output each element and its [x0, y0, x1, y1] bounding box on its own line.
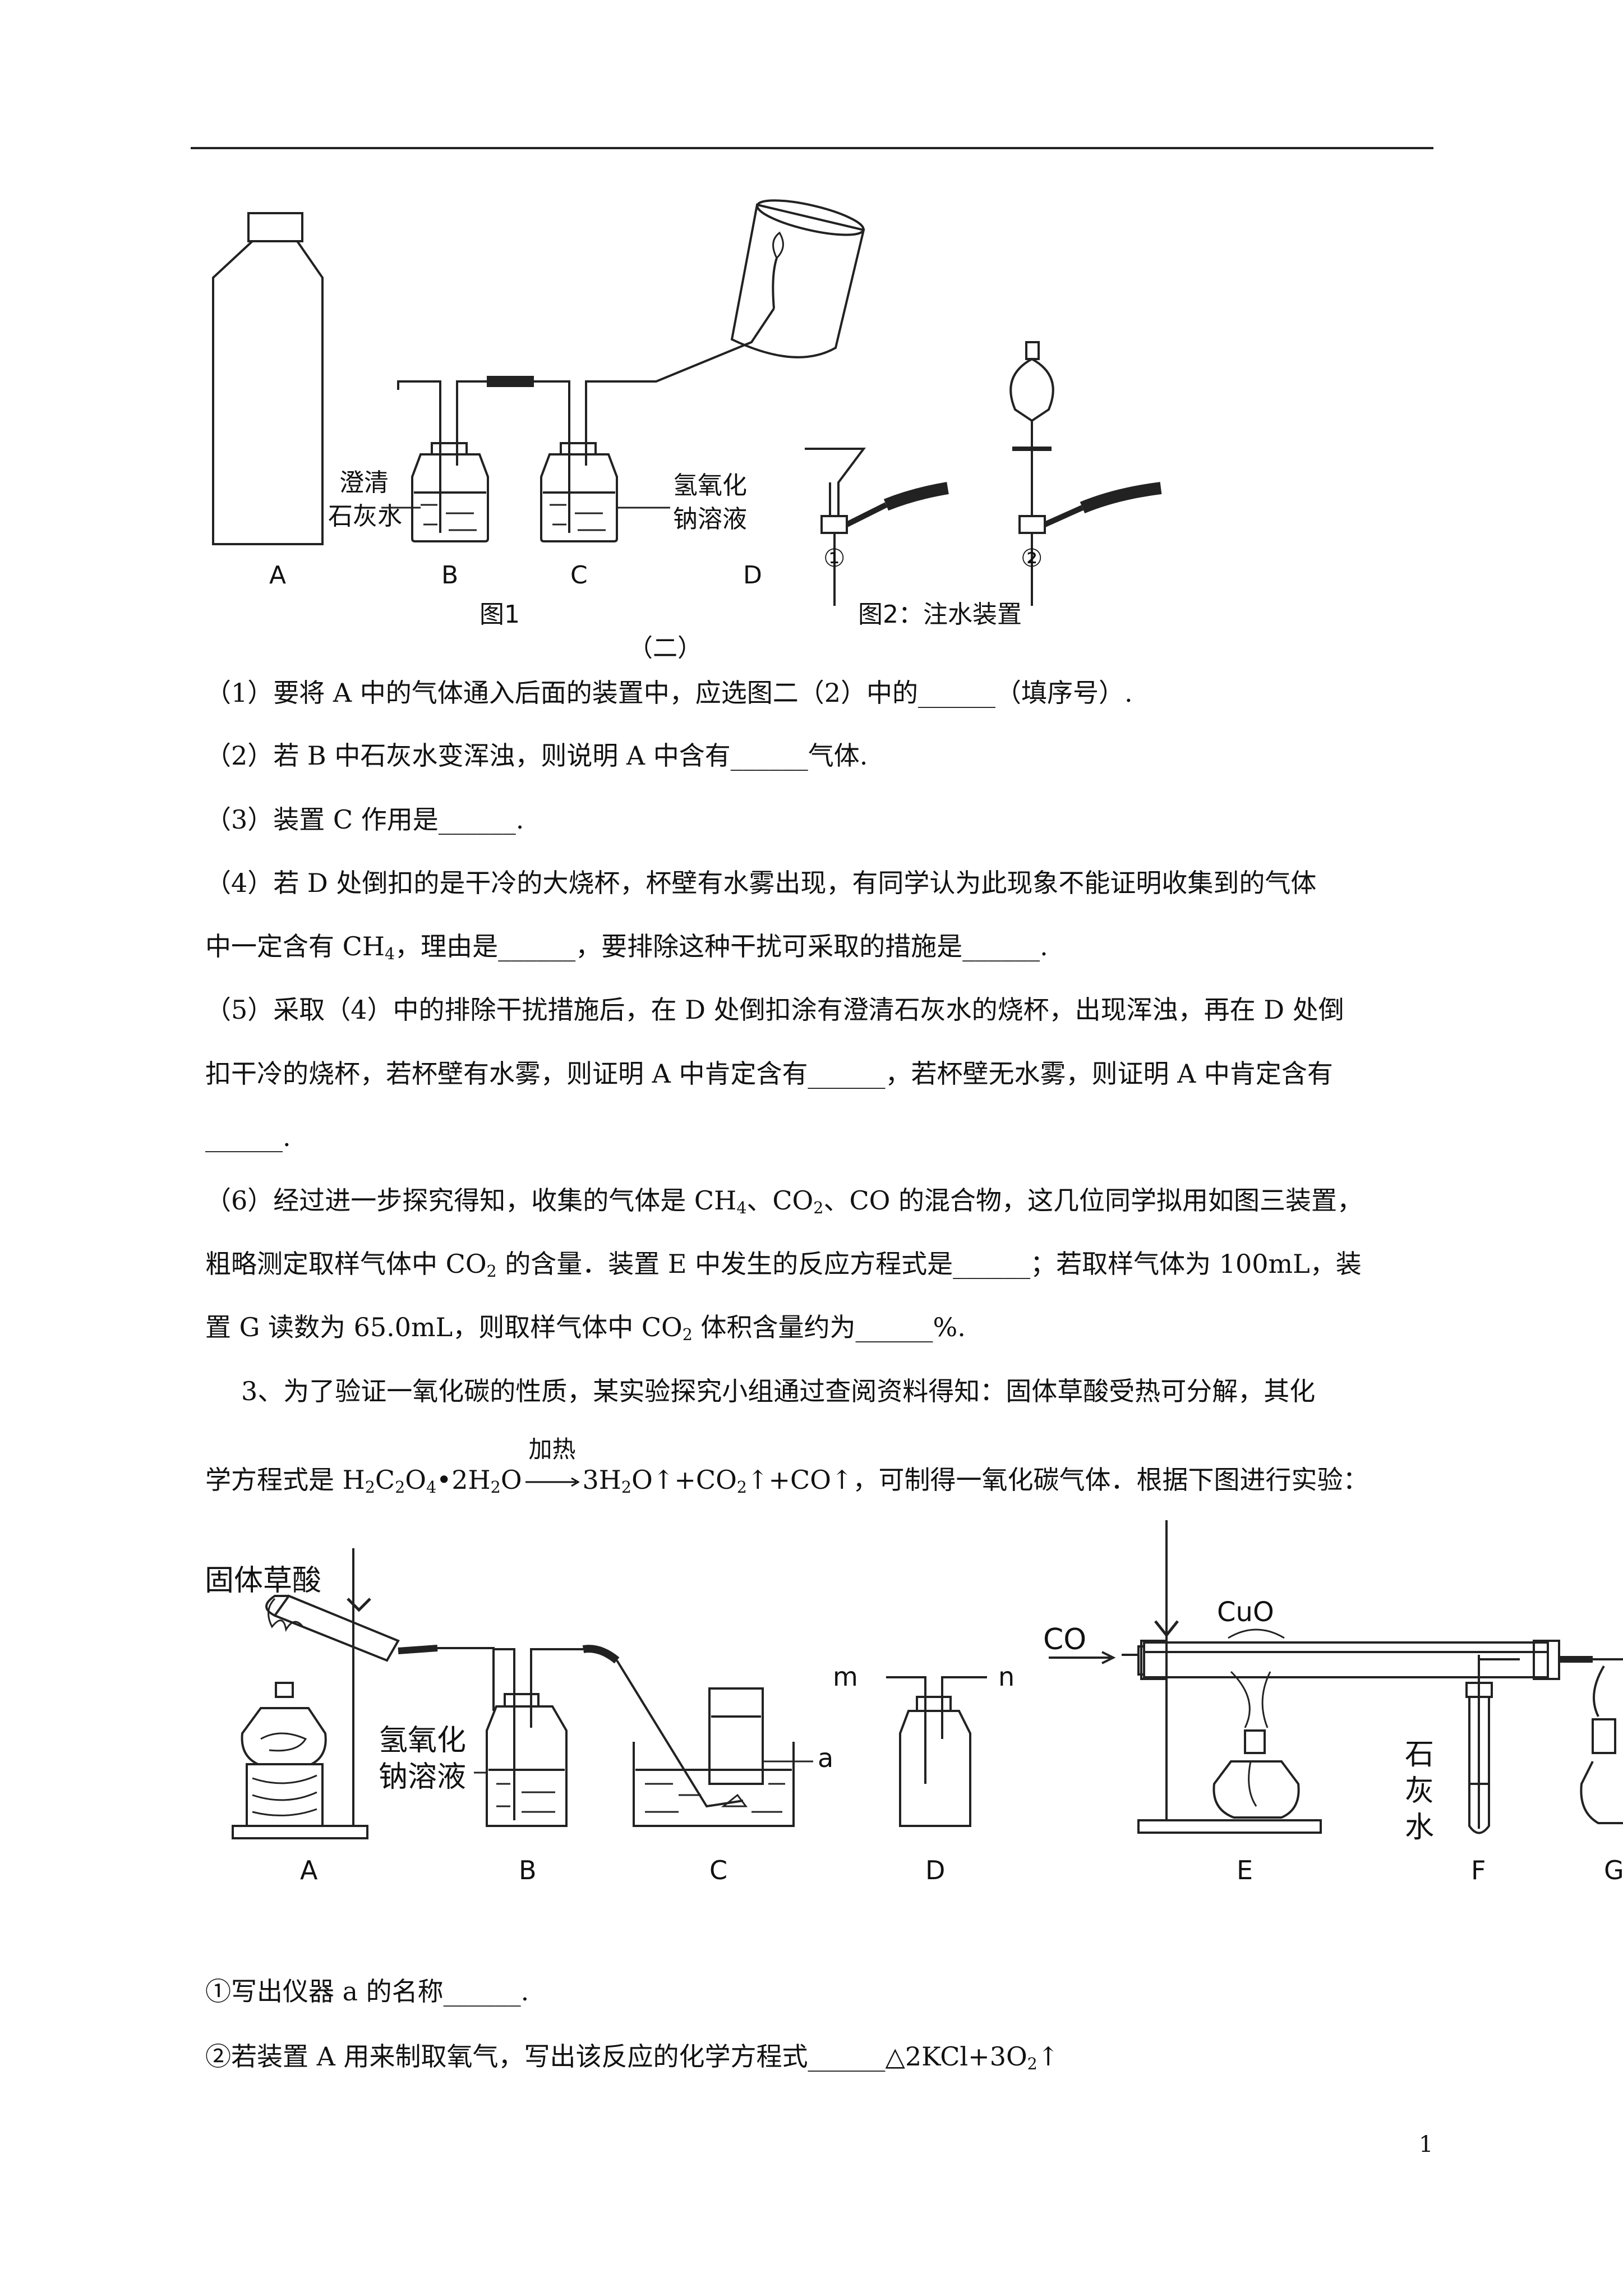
- question-4-line-1: （4）若 D 处倒扣的是干冷的大烧杯，杯壁有水雾出现，有同学认为此现象不能证明收…: [205, 868, 1317, 898]
- naoh-label-1: 氢氧化: [673, 471, 747, 500]
- label-n: n: [998, 1662, 1015, 1692]
- fig1-caption: 图1: [479, 600, 520, 629]
- figure-top: 澄清 石灰水 氢氧化 钠溶液 A B C D ① ② 图1 图2：注水装置 （二…: [212, 199, 1162, 662]
- label-a: A: [300, 1855, 318, 1885]
- wash-bottle-c: [533, 307, 775, 542]
- section-caption: （二）: [628, 634, 702, 662]
- fig2-option-2: ②: [1021, 544, 1043, 573]
- lime-water-label-3: 水: [1405, 1811, 1434, 1844]
- naoh-label-2: 钠溶液: [379, 1760, 466, 1794]
- question-5-line-1: （5）采取（4）中的排除干扰措施后，在 D 处倒扣涂有澄清石灰水的烧杯，出现浑浊…: [205, 995, 1344, 1025]
- apparatus-a: [232, 1548, 438, 1839]
- apparatus-f: [1465, 1655, 1520, 1834]
- separatory-funnel-option-2: [1009, 341, 1162, 606]
- wash-bottle-b: [397, 380, 489, 542]
- label-d: D: [743, 561, 762, 590]
- apparatus-g: [1580, 1665, 1623, 1824]
- bottle-a: [212, 212, 324, 545]
- label-a-instrument: a: [818, 1743, 833, 1773]
- lime-water-label-1: 石: [1405, 1738, 1434, 1772]
- label-f: F: [1471, 1855, 1486, 1885]
- label-c: C: [709, 1855, 727, 1885]
- figure-bottom: 固体草酸 氢氧化 钠溶液 a m n CO CuO 石 灰 水 A B C D …: [205, 1520, 1623, 1885]
- question-4-line-2: 中一定含有 CH4，理由是______，要排除这种干扰可采取的措施是______…: [205, 931, 1048, 964]
- label-e: E: [1237, 1855, 1253, 1885]
- apparatus-d: [886, 1676, 987, 1827]
- cuo-label: CuO: [1217, 1596, 1274, 1628]
- naoh-label-2: 钠溶液: [673, 505, 747, 533]
- label-c: C: [570, 561, 588, 590]
- question-3: （3）装置 C 作用是______.: [205, 804, 524, 835]
- lime-water-label-2: 石灰水: [328, 502, 402, 531]
- question-1: （1）要将 A 中的气体通入后面的装置中，应选图二（2）中的______（填序号…: [205, 678, 1133, 708]
- naoh-label-1: 氢氧化: [379, 1724, 466, 1757]
- co-inlet-label: CO: [1043, 1623, 1086, 1657]
- lime-water-label-1: 澄清: [339, 468, 389, 497]
- inverted-beaker-d: [730, 199, 865, 358]
- fig2-option-1: ①: [823, 544, 845, 573]
- label-g: G: [1604, 1855, 1623, 1885]
- question-6-line-2: 粗略测定取样气体中 CO2 的含量．装置 E 中发生的反应方程式是______；…: [205, 1249, 1362, 1281]
- question-6-line-1: （6）经过进一步探究得知，收集的气体是 CH4、CO2、CO 的混合物，这几位同…: [205, 1185, 1363, 1218]
- question-7-line-1: 3、为了验证一氧化碳的性质，某实验探究小组通过查阅资料得知：固体草酸受热可分解，…: [241, 1376, 1316, 1406]
- question-8: ①写出仪器 a 的名称______.: [205, 1976, 529, 2007]
- label-b: B: [441, 561, 458, 590]
- question-5-line-2: 扣干冷的烧杯，若杯壁有水雾，则证明 A 中肯定含有______，若杯壁无水雾，则…: [205, 1059, 1333, 1089]
- lime-water-label-2: 灰: [1405, 1774, 1434, 1808]
- fig2-caption: 图2：注水装置: [858, 600, 1022, 629]
- funnel-option-1: [805, 448, 949, 606]
- label-m: m: [833, 1662, 858, 1692]
- header-rule: [191, 147, 1433, 149]
- solid-oxalic-label: 固体草酸: [205, 1564, 321, 1598]
- label-d: D: [925, 1855, 945, 1885]
- page-number: 1: [1419, 2132, 1433, 2157]
- question-5-line-3: ______.: [205, 1122, 291, 1152]
- apparatus-b: [437, 1645, 744, 1827]
- heat-arrow: 加热: [525, 1435, 579, 1497]
- label-a: A: [269, 561, 286, 590]
- apparatus-e: [1122, 1520, 1623, 1834]
- question-9: ②若装置 A 用来制取氧气，写出该反应的化学方程式______△2KCl+3O2…: [205, 2041, 1059, 2074]
- apparatus-c: [633, 1687, 813, 1827]
- question-2: （2）若 B 中石灰水变浑浊，则说明 A 中含有______气体.: [205, 740, 868, 771]
- label-b: B: [519, 1855, 537, 1885]
- question-6-line-3: 置 G 读数为 65.0mL，则取样气体中 CO2 体积含量约为______%.: [205, 1312, 966, 1345]
